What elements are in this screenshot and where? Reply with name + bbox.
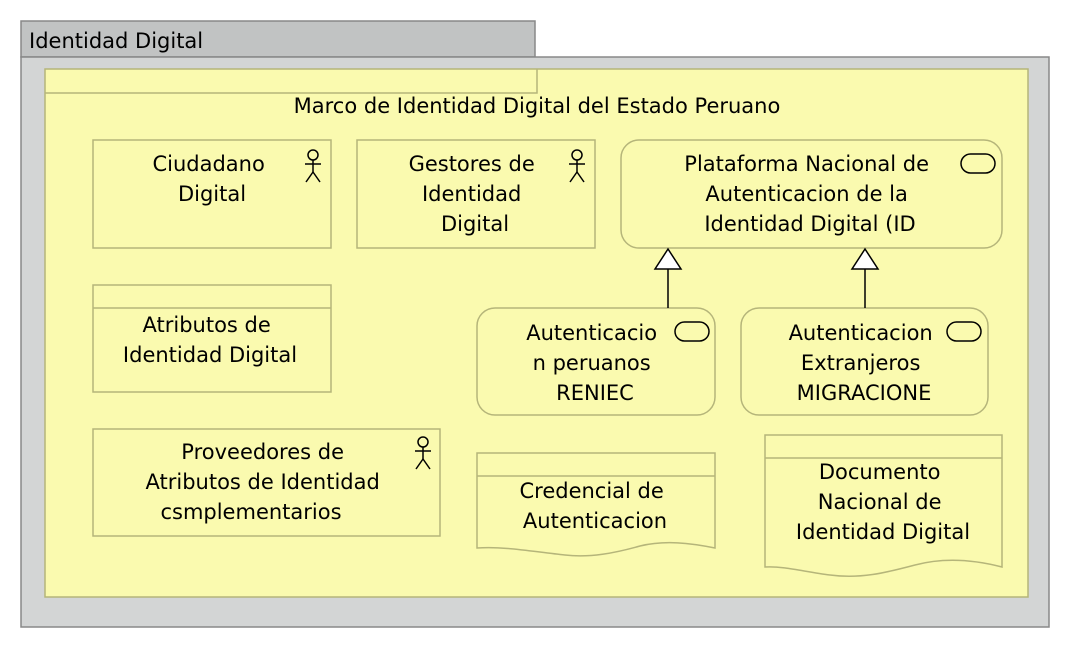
label-line: Atributos de Identidad: [146, 470, 380, 494]
label-line: Autenticacion: [523, 509, 667, 533]
label-line: Identidad Digital: [796, 520, 970, 544]
label-line: Plataforma Nacional de: [684, 152, 929, 176]
element-autenticacion-reniec[interactable]: Autenticacio n peruanos RENIEC: [476, 307, 716, 416]
label-line: Autenticacion: [789, 321, 933, 345]
element-box: [92, 284, 332, 393]
element-ciudadano-digital[interactable]: Ciudadano Digital: [92, 139, 332, 249]
label-line: Proveedores de: [181, 440, 344, 464]
element-label: Autenticacio n peruanos RENIEC: [526, 321, 664, 405]
label-line: Digital: [178, 182, 246, 206]
element-label: Proveedores de Atributos de Identidad cs…: [146, 440, 387, 524]
element-label: Documento Nacional de Identidad Digital: [796, 460, 970, 544]
specialization-arrowhead: [850, 247, 880, 270]
label-line: RENIEC: [556, 381, 634, 405]
relation-specialization-migraciones[interactable]: [850, 247, 880, 308]
label-line: Ciudadano: [152, 152, 264, 176]
element-credencial-autenticacion[interactable]: Credencial de Autenticacion: [476, 452, 716, 557]
actor-icon: [569, 149, 585, 183]
label-line: Identidad Digital: [123, 343, 297, 367]
element-label: Ciudadano Digital: [152, 152, 271, 206]
element-box: [92, 139, 332, 249]
label-line: Gestores de: [409, 152, 535, 176]
service-icon: [960, 153, 996, 174]
element-box: [92, 428, 441, 537]
label-line: Documento: [819, 460, 941, 484]
service-icon: [674, 321, 710, 342]
label-line: Autenticacion de la: [705, 182, 907, 206]
element-label: Autenticacion Extranjeros MIGRACIONE: [789, 321, 940, 405]
label-line: csmplementarios: [160, 500, 341, 524]
label-line: Atributos de: [143, 313, 271, 337]
element-atributos-identidad[interactable]: Atributos de Identidad Digital: [92, 284, 332, 393]
inner-group-tab: [45, 69, 538, 94]
label-line: Nacional de: [818, 490, 942, 514]
label-line: Identidad: [422, 182, 521, 206]
label-line: n peruanos: [533, 351, 651, 375]
element-label: Plataforma Nacional de Autenticacion de …: [684, 152, 935, 236]
element-documento-nacional[interactable]: Documento Nacional de Identidad Digital: [764, 434, 1003, 578]
label-line: MIGRACIONE: [797, 381, 932, 405]
label-line: Credencial de: [519, 479, 663, 503]
element-plataforma-nacional[interactable]: Plataforma Nacional de Autenticacion de …: [620, 139, 1003, 249]
element-box: [764, 434, 1003, 578]
element-label: Atributos de Identidad Digital: [123, 313, 297, 367]
label-line: Extranjeros: [801, 351, 920, 375]
element-gestores-identidad[interactable]: Gestores de Identidad Digital: [356, 139, 596, 249]
element-box: [476, 307, 716, 416]
actor-icon: [415, 436, 431, 470]
element-label: Credencial de Autenticacion: [519, 479, 670, 533]
label-line: Digital: [441, 212, 509, 236]
inner-group-title: Marco de Identidad Digital del Estado Pe…: [294, 94, 781, 118]
actor-icon: [305, 149, 321, 183]
element-box: [356, 139, 596, 249]
element-box: [620, 139, 1003, 249]
relation-specialization-reniec[interactable]: [653, 247, 683, 308]
specialization-arrowhead: [653, 247, 683, 270]
element-autenticacion-migraciones[interactable]: Autenticacion Extranjeros MIGRACIONE: [740, 307, 989, 416]
element-label: Gestores de Identidad Digital: [409, 152, 542, 236]
label-line: Identidad Digital (ID: [704, 212, 915, 236]
label-line: Autenticacio: [526, 321, 657, 345]
element-box: [476, 452, 716, 557]
service-icon: [946, 321, 982, 342]
outer-group-title: Identidad Digital: [29, 29, 203, 53]
outer-group-tab: [20, 20, 536, 58]
element-proveedores-atributos[interactable]: Proveedores de Atributos de Identidad cs…: [92, 428, 441, 537]
